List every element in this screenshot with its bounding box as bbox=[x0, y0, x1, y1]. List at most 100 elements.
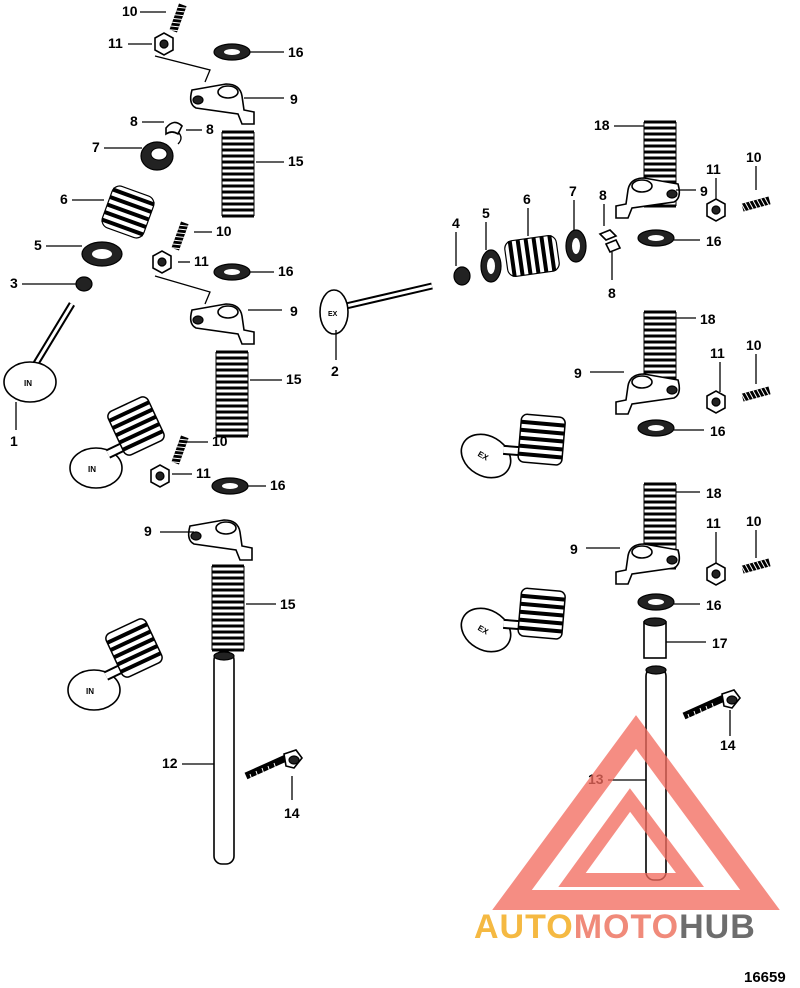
svg-text:IN: IN bbox=[24, 379, 32, 388]
bolt-14-right bbox=[684, 690, 740, 720]
label-9: 9 bbox=[290, 303, 298, 319]
label-18: 18 bbox=[706, 485, 722, 501]
label-16: 16 bbox=[288, 44, 304, 60]
nut-11-low bbox=[150, 464, 170, 488]
label-16: 16 bbox=[278, 263, 294, 279]
label-16: 16 bbox=[706, 233, 722, 249]
label-10: 10 bbox=[746, 149, 762, 165]
rocker-9-rt bbox=[615, 177, 681, 219]
label-15: 15 bbox=[288, 153, 304, 169]
guide-17 bbox=[643, 617, 667, 659]
rocker-9-rl bbox=[615, 543, 681, 585]
watermark-text: AUTOMOTOHUB bbox=[474, 908, 756, 946]
label-16: 16 bbox=[706, 597, 722, 613]
label-7: 7 bbox=[569, 183, 577, 199]
seal-5-ex bbox=[480, 249, 502, 283]
nut-11-mid bbox=[152, 250, 172, 274]
stud-10-mid bbox=[171, 221, 188, 250]
label-16: 16 bbox=[270, 477, 286, 493]
label-11: 11 bbox=[706, 515, 721, 531]
valve-1: IN bbox=[3, 302, 75, 403]
label-17: 17 bbox=[712, 635, 728, 651]
label-5: 5 bbox=[482, 205, 490, 221]
svg-text:IN: IN bbox=[88, 465, 96, 474]
washer-16-top bbox=[213, 43, 251, 61]
seal-3 bbox=[75, 276, 93, 292]
label-18: 18 bbox=[594, 117, 610, 133]
stud-10-rl bbox=[741, 559, 770, 574]
svg-text:IN: IN bbox=[86, 687, 94, 696]
spring-15-low bbox=[210, 564, 246, 652]
label-11: 11 bbox=[194, 253, 209, 269]
washer-16-rm bbox=[637, 419, 675, 437]
washer-16-rt bbox=[637, 229, 675, 247]
label-10: 10 bbox=[122, 3, 138, 19]
nut-11-rm bbox=[706, 390, 726, 414]
label-14: 14 bbox=[284, 805, 300, 821]
stud-10-low bbox=[171, 435, 188, 464]
label-1: 1 bbox=[10, 433, 18, 449]
label-11: 11 bbox=[710, 345, 725, 361]
seal-4 bbox=[453, 266, 471, 286]
spring-15-top bbox=[220, 130, 256, 218]
washer-16-low bbox=[211, 477, 249, 495]
stud-10-rm bbox=[741, 387, 770, 402]
label-11: 11 bbox=[196, 465, 211, 481]
label-16: 16 bbox=[710, 423, 726, 439]
nut-11-top bbox=[154, 32, 174, 56]
label-2: 2 bbox=[331, 363, 339, 379]
label-8: 8 bbox=[599, 187, 607, 203]
label-8: 8 bbox=[608, 285, 616, 301]
watermark-logo bbox=[492, 715, 780, 910]
label-11: 11 bbox=[706, 161, 721, 177]
label-15: 15 bbox=[280, 596, 296, 612]
label-9: 9 bbox=[570, 541, 578, 557]
bolt-14-left bbox=[246, 750, 302, 780]
washer-16-rl bbox=[637, 593, 675, 611]
label-3: 3 bbox=[10, 275, 18, 291]
keeper-8-ex bbox=[598, 229, 622, 254]
pushrod-12 bbox=[213, 651, 235, 865]
valve-assy-ex-a: EX bbox=[453, 380, 583, 509]
valve-2: EX bbox=[319, 282, 433, 335]
spring-6 bbox=[101, 185, 155, 239]
retainer-7 bbox=[140, 141, 174, 171]
label-7: 7 bbox=[92, 139, 100, 155]
rocker-9-top bbox=[189, 83, 255, 125]
label-14: 14 bbox=[720, 737, 736, 753]
label-18: 18 bbox=[700, 311, 716, 327]
seal-5 bbox=[81, 241, 123, 267]
label-12: 12 bbox=[162, 755, 178, 771]
valve-assy-in-a: IN bbox=[70, 395, 166, 488]
label-10: 10 bbox=[746, 513, 762, 529]
stud-10-rt bbox=[741, 197, 770, 212]
nut-11-rt bbox=[706, 198, 726, 222]
label-4: 4 bbox=[452, 215, 460, 231]
leader-lines bbox=[15, 11, 757, 800]
figure-number: 16659 bbox=[744, 969, 786, 986]
label-6: 6 bbox=[60, 191, 68, 207]
label-6: 6 bbox=[523, 191, 531, 207]
stud-10-top bbox=[169, 3, 186, 32]
keeper-8 bbox=[165, 121, 183, 145]
label-10: 10 bbox=[216, 223, 232, 239]
label-8: 8 bbox=[130, 113, 138, 129]
rocker-9-low bbox=[187, 519, 253, 561]
label-15: 15 bbox=[286, 371, 302, 387]
label-8: 8 bbox=[206, 121, 214, 137]
retainer-7-ex bbox=[565, 229, 587, 263]
label-9: 9 bbox=[144, 523, 152, 539]
spring-15-mid bbox=[214, 350, 250, 438]
rocker-9-mid bbox=[189, 303, 255, 345]
valve-assy-in-b: IN bbox=[68, 617, 164, 710]
spring-6-ex bbox=[504, 234, 560, 278]
label-10: 10 bbox=[212, 433, 228, 449]
nut-11-rl bbox=[706, 562, 726, 586]
label-5: 5 bbox=[34, 237, 42, 253]
label-10: 10 bbox=[746, 337, 762, 353]
label-11: 11 bbox=[108, 35, 123, 51]
washer-16-mid bbox=[213, 263, 251, 281]
valve-assy-ex-b: EX bbox=[453, 554, 583, 683]
label-9: 9 bbox=[290, 91, 298, 107]
